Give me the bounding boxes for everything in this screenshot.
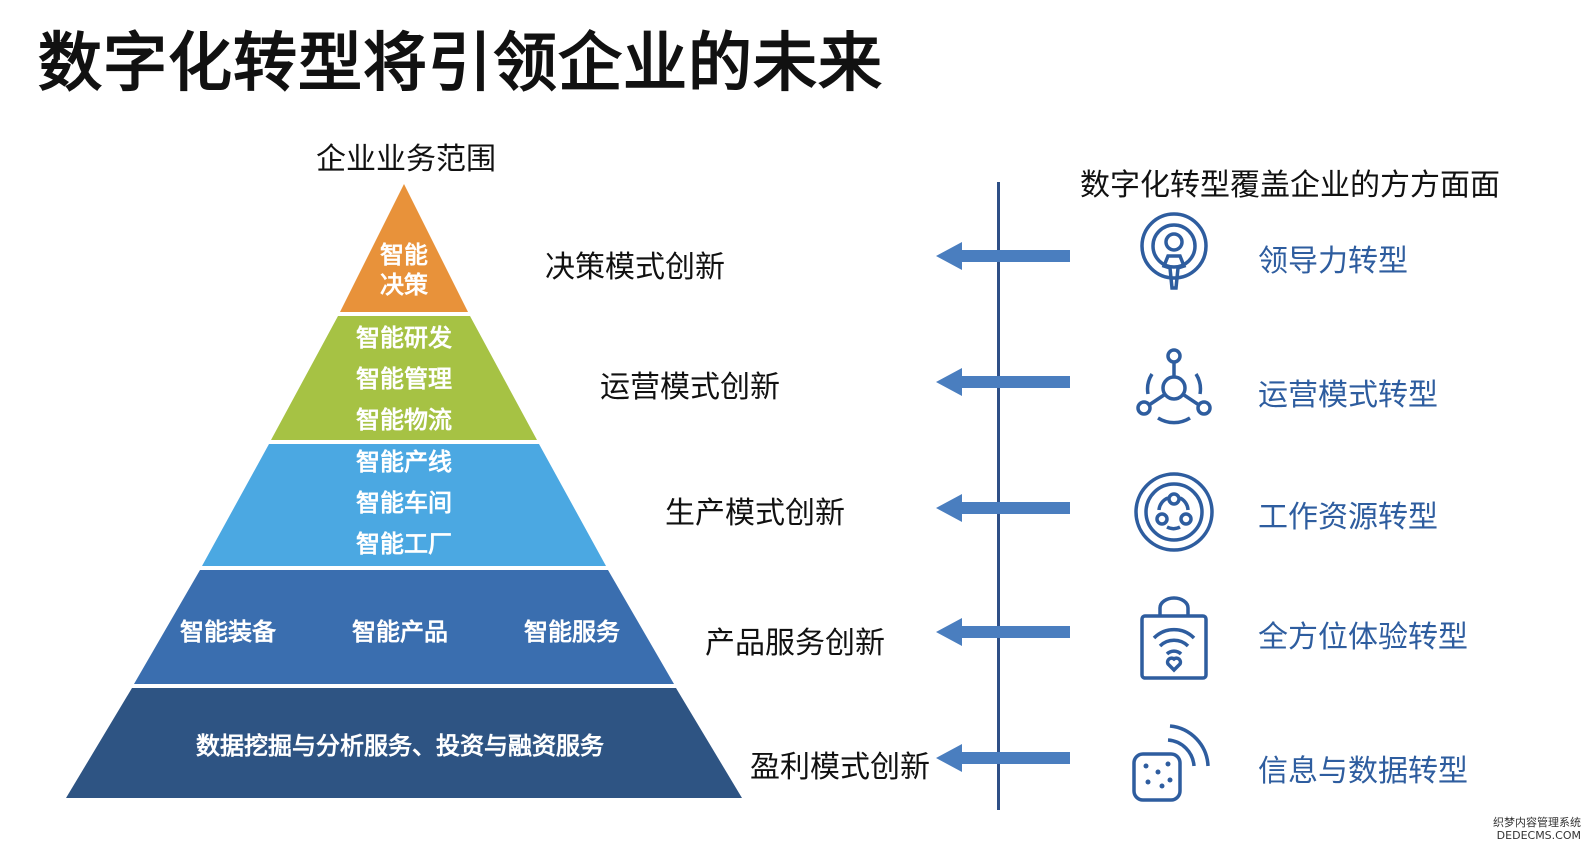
innovation-label: 生产模式创新 (665, 496, 845, 531)
aspects-heading: 数字化转型覆盖企业的方方面面 (1080, 168, 1500, 203)
watermark-line: DEDECMS.COM (1496, 829, 1581, 842)
arrow-left-icon (936, 242, 1070, 270)
aspect-label: 领导力转型 (1258, 244, 1408, 279)
tier-4-item: 智能服务 (524, 618, 620, 646)
tier-3-item: 智能工厂 (356, 530, 452, 558)
tier-4-item: 智能装备 (180, 618, 276, 646)
divider-line (997, 182, 1000, 810)
leader-icon (1140, 212, 1208, 290)
aspect-label: 信息与数据转型 (1258, 754, 1468, 789)
data-chip-wifi-icon (1132, 724, 1210, 802)
watermark: 织梦内容管理系统 DEDECMS.COM (1493, 816, 1581, 842)
tier-3-text: 智能产线 智能车间 智能工厂 (334, 442, 474, 565)
watermark-line: 织梦内容管理系统 (1493, 816, 1581, 829)
arrow-left-icon (936, 618, 1070, 646)
innovation-label: 盈利模式创新 (750, 750, 930, 785)
tier-1-shape (340, 184, 468, 312)
tier-2-item: 智能管理 (356, 365, 452, 393)
tier-3-item: 智能车间 (356, 489, 452, 517)
tier-3-shape (202, 444, 606, 566)
tier-2-item: 智能研发 (356, 324, 452, 352)
aspect-label: 全方位体验转型 (1258, 620, 1468, 655)
arrow-left-icon (936, 744, 1070, 772)
tier-2-shape (271, 316, 537, 440)
tier-2-text: 智能研发 智能管理 智能物流 (334, 318, 474, 441)
shopping-bag-wifi-icon (1140, 596, 1208, 680)
tier-1-item: 智能 (380, 241, 428, 269)
arrow-left-icon (936, 494, 1070, 522)
tier-4-text: 智能装备 智能产品 智能服务 (180, 612, 620, 647)
innovation-label: 运营模式创新 (600, 370, 780, 405)
innovation-label: 决策模式创新 (545, 250, 725, 285)
tier-2-item: 智能物流 (356, 406, 452, 434)
tier-5-text: 数据挖掘与分析服务、投资与融资服务 (196, 732, 604, 760)
arrow-left-icon (936, 368, 1070, 396)
network-icon (1136, 348, 1212, 425)
innovation-label: 产品服务创新 (705, 626, 885, 661)
tier-3-item: 智能产线 (356, 448, 452, 476)
tier-4-item: 智能产品 (352, 618, 448, 646)
tier-4-shape (134, 570, 674, 684)
aspect-label: 运营模式转型 (1258, 378, 1438, 413)
tier-5-shape (66, 688, 742, 798)
pyramid-diagram (66, 184, 742, 798)
resource-cycle-icon (1134, 472, 1214, 552)
tier-1-item: 决策 (380, 271, 428, 299)
tier-1-text: 智能 决策 (354, 240, 454, 300)
aspect-label: 工作资源转型 (1258, 500, 1438, 535)
pyramid-heading: 企业业务范围 (316, 142, 496, 177)
page-title: 数字化转型将引领企业的未来 (38, 27, 883, 101)
